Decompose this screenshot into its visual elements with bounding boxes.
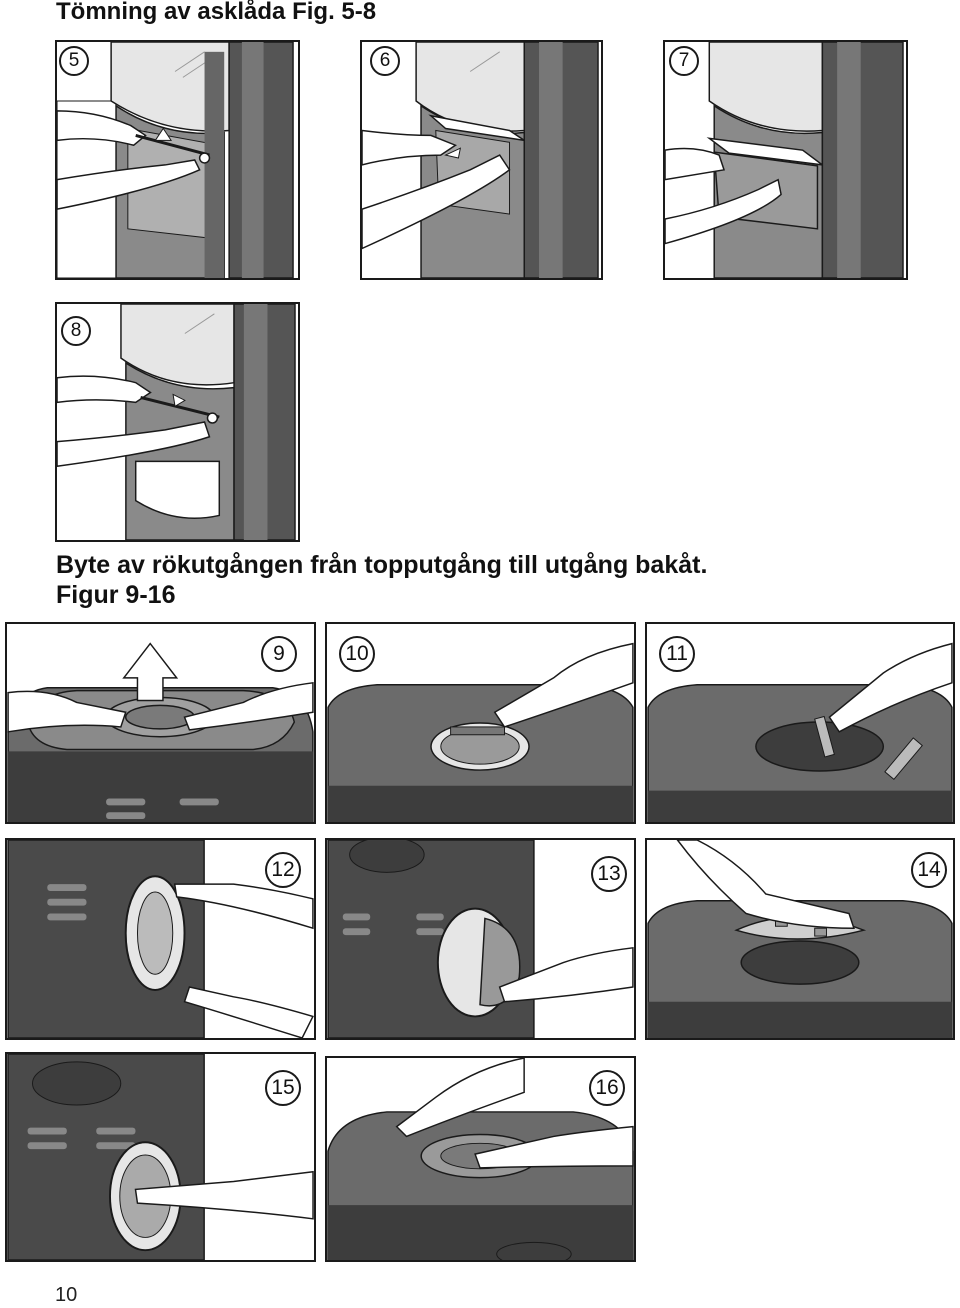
figure-5-number: 5 — [59, 46, 89, 76]
figure-12-illustration — [7, 840, 314, 1038]
figure-5-illustration — [57, 42, 294, 278]
figure-12: 12 — [5, 838, 316, 1040]
figure-12-number: 12 — [265, 852, 301, 888]
figure-7-illustration — [665, 42, 904, 278]
figure-8: 8 — [55, 302, 300, 542]
figure-6-illustration — [362, 42, 599, 278]
figure-16: 16 — [325, 1056, 636, 1262]
figure-16-illustration — [327, 1058, 634, 1260]
figure-10: 10 — [325, 622, 636, 824]
figure-14-illustration — [647, 840, 953, 1038]
figure-7-number: 7 — [669, 46, 699, 76]
figure-7: 7 — [663, 40, 908, 280]
figure-15-number: 15 — [265, 1070, 301, 1106]
figure-11: 11 — [645, 622, 955, 824]
figure-10-illustration — [327, 642, 634, 822]
figure-11-number: 11 — [659, 636, 695, 672]
figure-14: 14 — [645, 838, 955, 1040]
section-heading-line-2: Figur 9-16 — [56, 581, 176, 609]
figure-13-number: 13 — [591, 856, 627, 892]
figure-16-number: 16 — [589, 1070, 625, 1106]
figure-8-number: 8 — [61, 316, 91, 346]
figure-13-illustration — [327, 840, 634, 1038]
section-heading-flue-outlet: Byte av rökutgången från topputgång till… — [56, 550, 707, 610]
figure-9-number: 9 — [261, 636, 297, 672]
section-heading-ash-drawer: Tömning av asklåda Fig. 5-8 — [56, 0, 377, 25]
figure-9-illustration — [7, 642, 314, 822]
figure-14-number: 14 — [911, 852, 947, 888]
page-number: 10 — [55, 1284, 78, 1306]
figure-6: 6 — [360, 40, 603, 280]
figure-15-illustration — [7, 1054, 314, 1260]
section-heading-line-1: Byte av rökutgången från topputgång till… — [56, 551, 708, 579]
figure-13: 13 — [325, 838, 636, 1040]
figure-10-number: 10 — [339, 636, 375, 672]
figure-15: 15 — [5, 1052, 316, 1262]
figure-11-illustration — [647, 642, 953, 822]
figure-6-number: 6 — [370, 46, 400, 76]
figure-8-illustration — [57, 304, 296, 540]
figure-5: 5 — [55, 40, 300, 280]
figure-9: 9 — [5, 622, 316, 824]
